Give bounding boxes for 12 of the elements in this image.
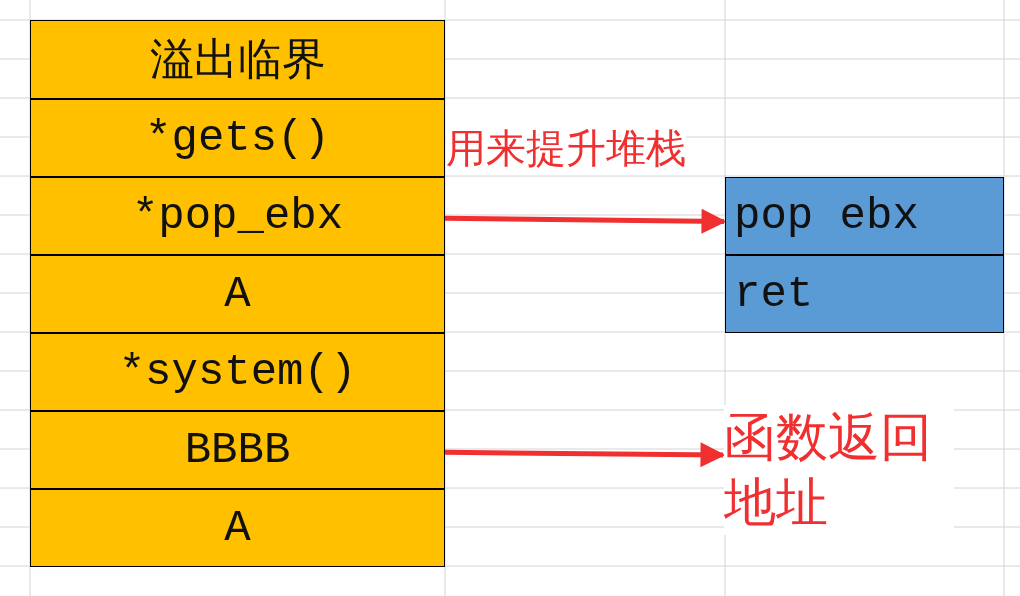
stack-cell: 溢出临界 [30,20,445,99]
stack-cell: *pop_ebx [30,177,445,255]
arrow [444,442,726,468]
stack-cell: *system() [30,333,445,411]
annotation-text: 函数返回地址 [724,405,954,535]
stack-cell: *gets() [30,99,445,177]
stack-cell: A [30,489,445,567]
gadget-cell: ret [725,255,1004,333]
gadget-cell: pop ebx [725,177,1004,255]
arrow [444,208,727,234]
stack-cell: A [30,255,445,333]
stack-cell: BBBB [30,411,445,489]
